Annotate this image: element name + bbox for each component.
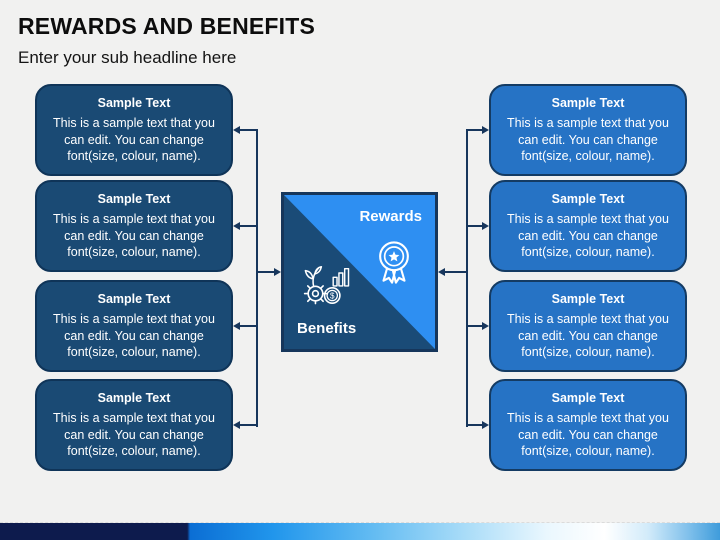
connector-branch <box>466 225 483 227</box>
box-heading: Sample Text <box>97 96 171 110</box>
connector-branch <box>466 424 483 426</box>
sample-box-left-4[interactable]: Sample Text This is a sample text that y… <box>35 379 233 471</box>
slide-subtitle[interactable]: Enter your sub headline here <box>18 48 237 67</box>
arrowhead-icon <box>482 221 489 230</box>
connector-branch <box>466 325 483 327</box>
connector-trunk-right <box>466 129 468 427</box>
box-body: This is a sample text that you can edit.… <box>507 411 669 458</box>
box-heading: Sample Text <box>97 192 171 206</box>
box-heading: Sample Text <box>551 391 625 405</box>
sample-box-right-1[interactable]: Sample Text This is a sample text that y… <box>489 84 687 176</box>
arrowhead-icon <box>438 267 445 276</box>
box-heading: Sample Text <box>551 292 625 306</box>
box-body: This is a sample text that you can edit.… <box>53 312 215 359</box>
slide-title[interactable]: REWARDS AND BENEFITS <box>18 13 316 39</box>
slide-header: REWARDS AND BENEFITS Enter your sub head… <box>18 13 315 68</box>
sample-box-right-3[interactable]: Sample Text This is a sample text that y… <box>489 280 687 372</box>
footer-separator <box>0 522 720 523</box>
coin-dollar-symbol: $ <box>330 292 335 301</box>
connector-branch <box>239 225 257 227</box>
sample-box-right-4[interactable]: Sample Text This is a sample text that y… <box>489 379 687 471</box>
arrowhead-icon <box>482 420 489 429</box>
rewards-label: Rewards <box>359 208 422 225</box>
connector-branch <box>239 325 257 327</box>
box-body: This is a sample text that you can edit.… <box>53 411 215 458</box>
box-body: This is a sample text that you can edit.… <box>507 312 669 359</box>
box-heading: Sample Text <box>551 192 625 206</box>
arrowhead-icon <box>482 125 489 134</box>
arrowhead-icon <box>233 125 240 134</box>
connector-center-stub-left <box>256 271 275 273</box>
box-heading: Sample Text <box>97 292 171 306</box>
connector-branch <box>239 424 257 426</box>
sample-box-right-2[interactable]: Sample Text This is a sample text that y… <box>489 180 687 272</box>
arrowhead-icon <box>233 420 240 429</box>
box-body: This is a sample text that you can edit.… <box>507 116 669 163</box>
connector-trunk-left <box>256 129 258 427</box>
sample-box-left-2[interactable]: Sample Text This is a sample text that y… <box>35 180 233 272</box>
arrowhead-icon <box>233 321 240 330</box>
box-body: This is a sample text that you can edit.… <box>507 212 669 259</box>
center-rewards-benefits-shape[interactable]: Rewards Benefits $ <box>281 192 438 352</box>
arrowhead-icon <box>233 221 240 230</box>
benefits-label: Benefits <box>297 320 357 337</box>
box-body: This is a sample text that you can edit.… <box>53 116 215 163</box>
arrowhead-icon <box>274 267 281 276</box>
connector-branch <box>466 129 483 131</box>
connector-center-stub-right <box>445 271 466 273</box>
box-heading: Sample Text <box>97 391 171 405</box>
footer-gradient-bar <box>0 523 720 540</box>
arrowhead-icon <box>482 321 489 330</box>
box-heading: Sample Text <box>551 96 625 110</box>
medal-ribbon-icon <box>379 241 409 284</box>
growth-gear-coin-chart-icon: $ <box>303 265 350 305</box>
sample-box-left-1[interactable]: Sample Text This is a sample text that y… <box>35 84 233 176</box>
connector-branch <box>239 129 257 131</box>
box-body: This is a sample text that you can edit.… <box>53 212 215 259</box>
sample-box-left-3[interactable]: Sample Text This is a sample text that y… <box>35 280 233 372</box>
